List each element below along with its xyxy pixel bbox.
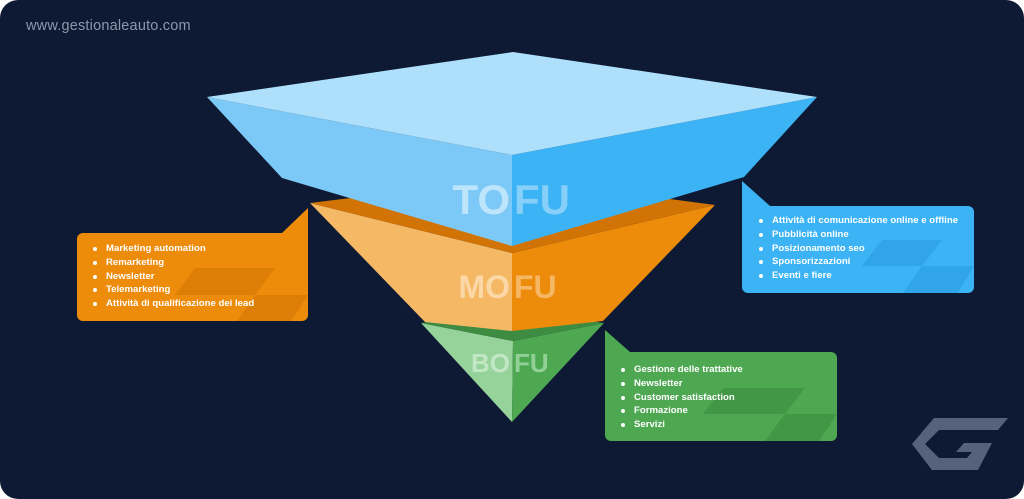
mofu-label-right: FU xyxy=(514,269,557,305)
list-item: Newsletter xyxy=(618,377,837,391)
mofu-label-left: MO xyxy=(458,269,510,305)
tofu-label-right: FU xyxy=(514,176,570,223)
list-item: Gestione delle trattative xyxy=(618,363,837,377)
tofu-box-decoration xyxy=(862,240,974,293)
list-item: Servizi xyxy=(618,418,837,432)
list-item: Telemarketing xyxy=(90,283,308,297)
tofu-activities-box: Attività di comunicazione online e offli… xyxy=(742,206,974,293)
list-item: Posizionamento seo xyxy=(756,242,974,256)
bofu-box-decoration xyxy=(703,388,837,441)
bofu-activities-box: Gestione delle trattative Newsletter Cus… xyxy=(605,352,837,441)
list-item: Marketing automation xyxy=(90,242,308,256)
list-item: Pubblicità online xyxy=(756,228,974,242)
list-item: Remarketing xyxy=(90,256,308,270)
bofu-label-left: BO xyxy=(471,348,510,378)
tofu-activities-list: Attività di comunicazione online e offli… xyxy=(742,206,974,283)
list-item: Customer satisfaction xyxy=(618,391,837,405)
site-url: www.gestionaleauto.com xyxy=(26,18,191,34)
bofu-label-right: FU xyxy=(514,348,549,378)
bofu-activities-list: Gestione delle trattative Newsletter Cus… xyxy=(605,352,837,432)
tofu-label-left: TO xyxy=(452,176,510,223)
list-item: Eventi e fiere xyxy=(756,269,974,283)
list-item: Newsletter xyxy=(90,270,308,284)
mofu-activities-box: Marketing automation Remarketing Newslet… xyxy=(77,233,308,321)
gestionaleauto-g-logo-icon xyxy=(912,418,1008,470)
list-item: Formazione xyxy=(618,404,837,418)
tofu-stage xyxy=(207,52,817,246)
mofu-activities-list: Marketing automation Remarketing Newslet… xyxy=(77,233,308,311)
mofu-box-decoration xyxy=(175,268,308,321)
list-item: Sponsorizzazioni xyxy=(756,255,974,269)
list-item: Attività di qualificazione dei lead xyxy=(90,297,308,311)
list-item: Attività di comunicazione online e offli… xyxy=(756,214,974,228)
